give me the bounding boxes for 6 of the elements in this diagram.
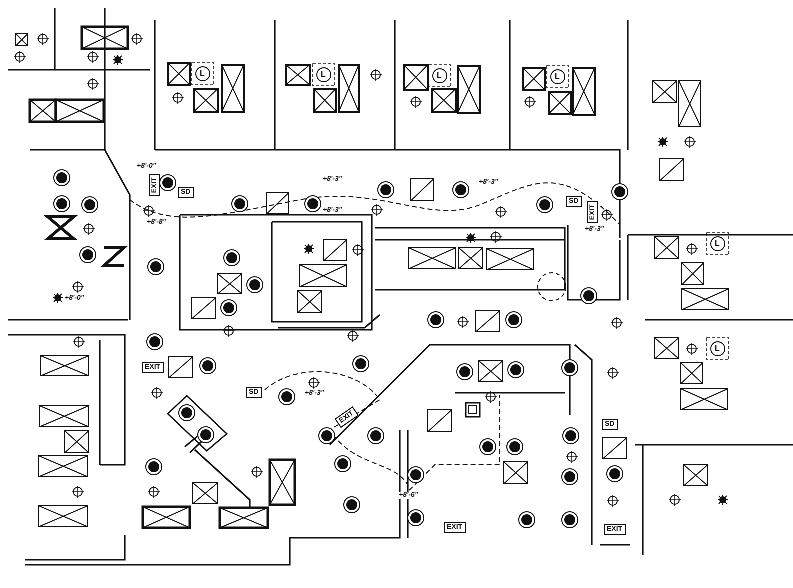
fixture-letter: L xyxy=(437,72,442,80)
fixture-letter: L xyxy=(200,70,205,78)
fixture-letter: L xyxy=(715,240,720,248)
fixture-letter: L xyxy=(555,73,560,81)
fixture-letter: L xyxy=(715,345,720,353)
fixture-letter: L xyxy=(321,71,326,79)
